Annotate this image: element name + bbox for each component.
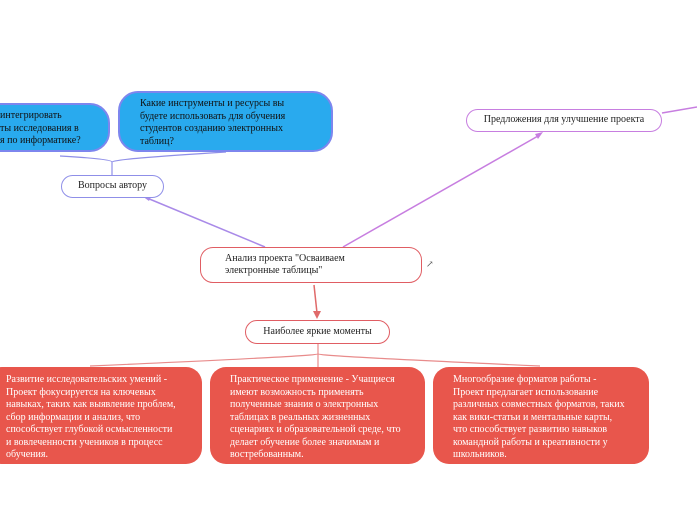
- moment-practice-label: Практическое применение - Учащиеся имеют…: [230, 374, 401, 460]
- link-highlights-moments: [89, 344, 541, 368]
- moment-research-node[interactable]: Развитие исследовательских умений - Прое…: [0, 367, 202, 464]
- author-questions-node[interactable]: Вопросы автору: [61, 175, 164, 198]
- author-questions-label: Вопросы автору: [78, 180, 147, 192]
- moment-formats-label: Многообразие форматов работы - Проект пр…: [453, 374, 625, 460]
- link-author-questions: [59, 151, 227, 175]
- root-label: Анализ проекта "Осваиваем электронные та…: [225, 252, 345, 277]
- moment-formats-node[interactable]: Многообразие форматов работы - Проект пр…: [433, 367, 649, 464]
- root-node[interactable]: Анализ проекта "Осваиваем электронные та…: [200, 247, 422, 283]
- highlights-label: Наиболее яркие моменты: [263, 325, 372, 337]
- link-root-suggestions: [342, 135, 539, 248]
- external-link-icon[interactable]: ↗: [426, 259, 434, 269]
- question-tools-label: Какие инструменты и ресурсы вы будете ис…: [140, 98, 286, 147]
- question-tools-node[interactable]: Какие инструменты и ресурсы вы будете ис…: [118, 91, 333, 152]
- question-integrate-node[interactable]: интегрировать ты исследования в я по инф…: [0, 103, 110, 152]
- suggestions-label: Предложения для улучшение проекта: [483, 114, 645, 126]
- suggestions-node[interactable]: Предложения для улучшение проекта: [466, 109, 662, 132]
- link-root-author: [146, 197, 266, 248]
- link-root-highlights: [313, 284, 318, 314]
- arrow-suggestions: [535, 132, 543, 139]
- question-integrate-label: интегрировать ты исследования в я по инф…: [0, 110, 81, 146]
- link-suggestions-offpage: [661, 106, 697, 114]
- highlights-node[interactable]: Наиболее яркие моменты: [245, 320, 390, 344]
- arrow-highlights: [313, 311, 321, 319]
- moment-practice-node[interactable]: Практическое применение - Учащиеся имеют…: [210, 367, 425, 464]
- moment-research-label: Развитие исследовательских умений - Прое…: [6, 374, 176, 460]
